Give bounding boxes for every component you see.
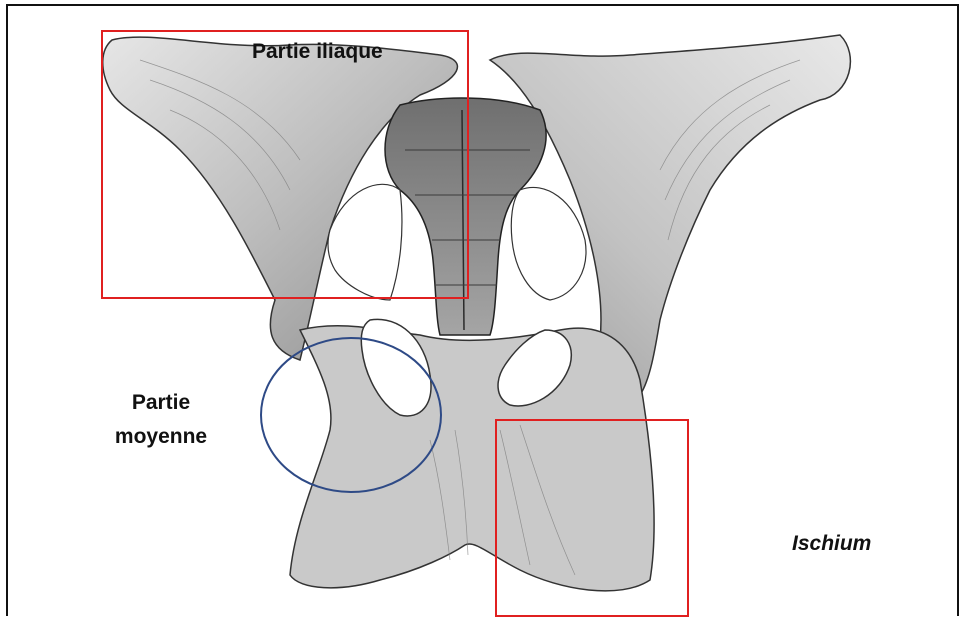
label-partie-moyenne: Partie moyenne — [96, 386, 226, 454]
label-partie-iliaque: Partie iliaque — [252, 35, 383, 69]
label-partie-moyenne-line2: moyenne — [96, 420, 226, 454]
label-ischium: Ischium — [792, 527, 871, 561]
label-partie-moyenne-line1: Partie — [96, 386, 226, 420]
left-ilium — [103, 37, 458, 360]
pubis-ischium — [290, 326, 654, 591]
pelvic-inlet-right — [511, 187, 586, 300]
